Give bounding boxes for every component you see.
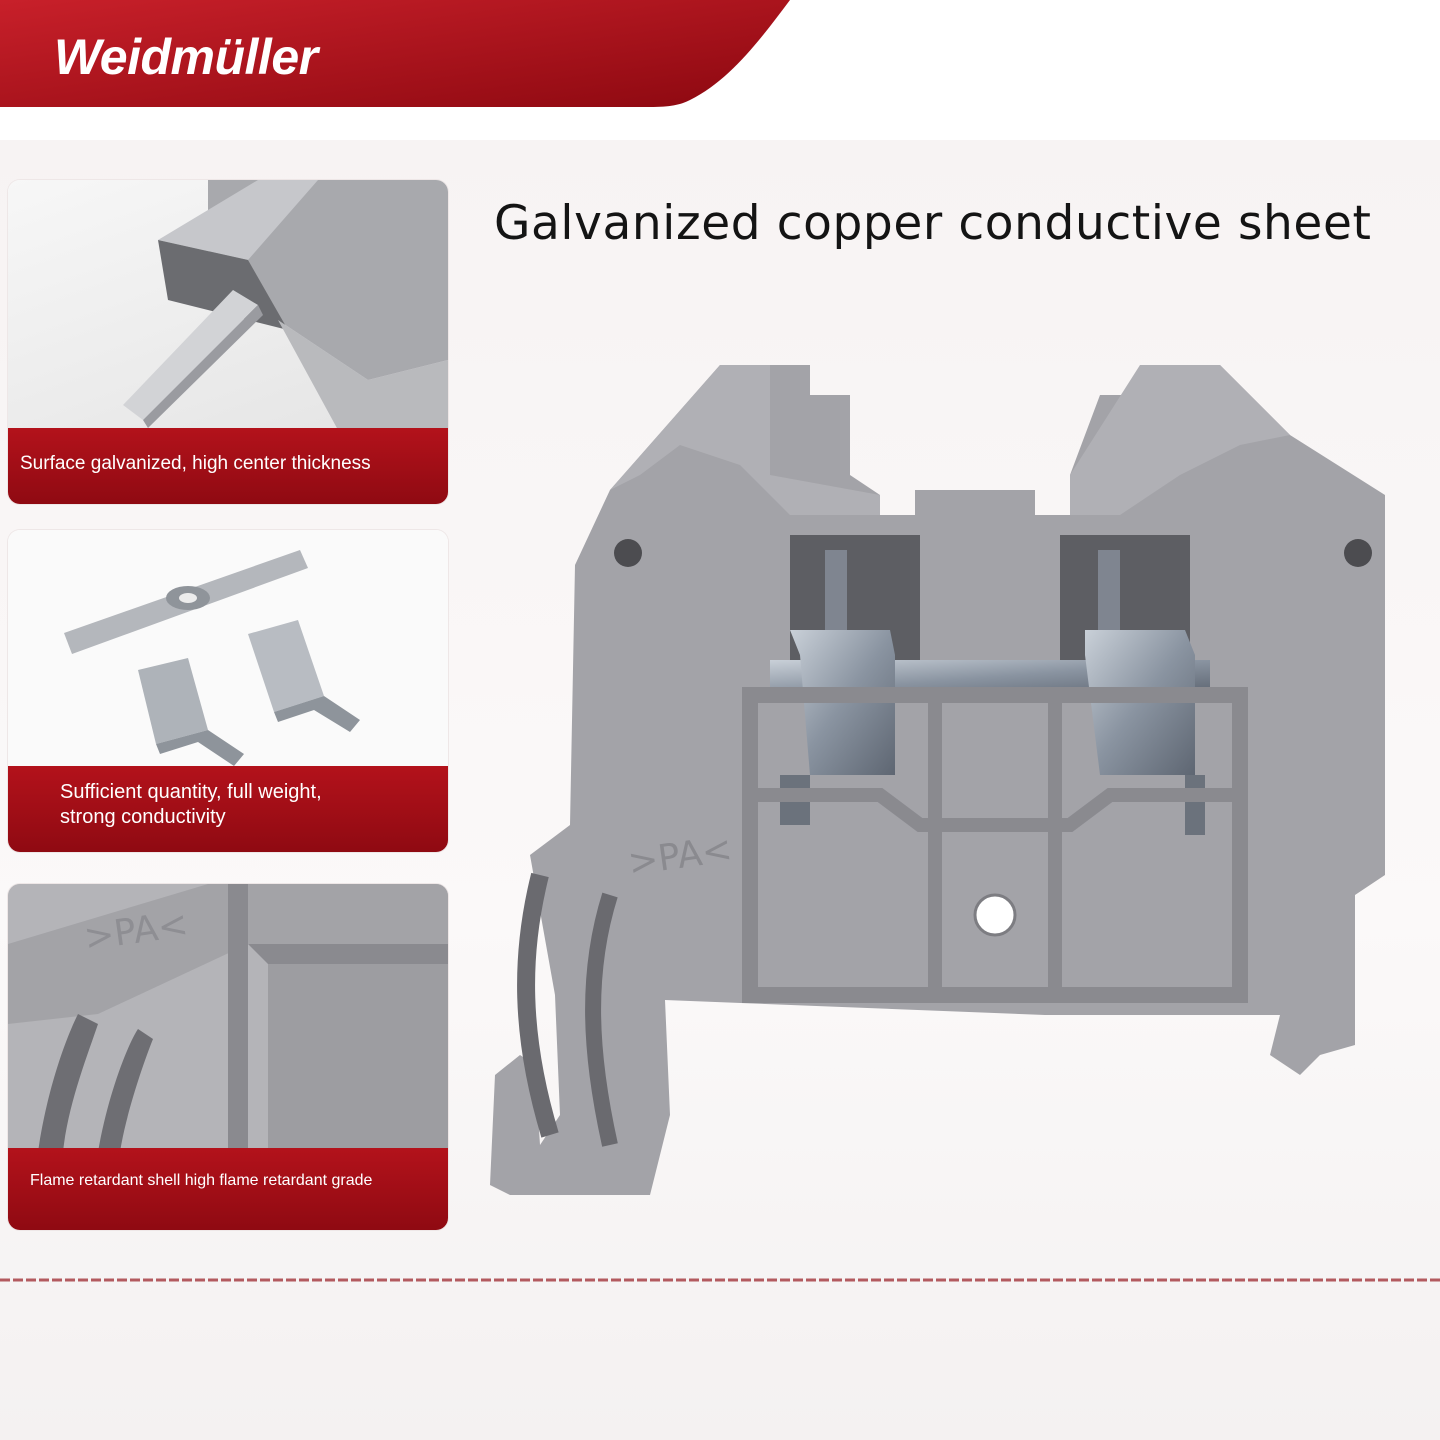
banner-shape — [0, 0, 790, 107]
caption: Flame retardant shell high flame retarda… — [8, 1148, 448, 1230]
caption-line: strong conductivity — [60, 806, 226, 828]
caption-line: Flame retardant shell high flame retarda… — [30, 1172, 373, 1189]
caption-line: Sufficient quantity, full weight, — [60, 781, 322, 803]
conductor-strip-photo — [8, 180, 448, 430]
terminal-block-illustration: >PA< — [480, 355, 1410, 1225]
feature-card-quantity: Sufficient quantity, full weight, strong… — [8, 530, 448, 852]
bottom-divider — [0, 1278, 1440, 1282]
conductor-parts-photo — [8, 530, 448, 780]
caption: Surface galvanized, high center thicknes… — [8, 428, 448, 504]
caption: Sufficient quantity, full weight, strong… — [8, 766, 448, 852]
housing-closeup-photo: >PA< — [8, 884, 448, 1152]
feature-card-flame-retardant: >PA< Flame retardant shell high flame re… — [8, 884, 448, 1230]
feature-card-galvanized: Surface galvanized, high center thicknes… — [8, 180, 448, 504]
headline: Galvanized copper conductive sheet — [494, 196, 1372, 251]
brand-banner: Weidmüller — [0, 0, 800, 108]
brand-logo: Weidmüller — [54, 29, 318, 85]
caption-line: Surface galvanized, high center thicknes… — [20, 453, 371, 474]
